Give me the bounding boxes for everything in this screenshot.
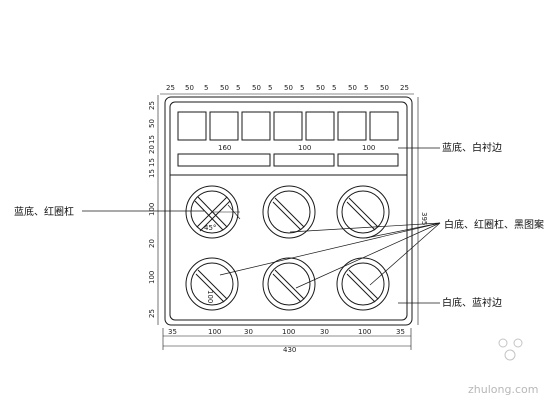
dimension-value: 50 bbox=[316, 84, 325, 92]
label-white-blue-border: 白底、蓝衬边 bbox=[442, 296, 502, 309]
inner-dimension-mark: 100 bbox=[206, 290, 214, 303]
top-panel bbox=[273, 111, 303, 141]
dimension-value: 100 bbox=[298, 144, 311, 152]
circle-sign bbox=[262, 257, 316, 311]
strip-panel-middle bbox=[273, 153, 335, 167]
panel-dimension-row: 160 100 100 bbox=[218, 144, 375, 152]
label-blue-white-border: 蓝底、白衬边 bbox=[442, 141, 502, 154]
bottom-dimension-row: 35 100 30 100 30 100 35 bbox=[168, 328, 405, 336]
dimension-value: 50 bbox=[380, 84, 389, 92]
dimension-value: 50 bbox=[220, 84, 229, 92]
top-panel bbox=[241, 111, 271, 141]
dimension-value: 100 bbox=[358, 328, 371, 336]
circle-sign bbox=[336, 185, 390, 239]
dimension-value: 25 bbox=[148, 309, 156, 318]
dimension-value: 35 bbox=[396, 328, 405, 336]
dimension-value: 50 bbox=[185, 84, 194, 92]
bottom-total-dimension: 430 bbox=[283, 346, 296, 354]
dimension-value: 5 bbox=[332, 84, 336, 92]
dimension-value: 100 bbox=[208, 328, 221, 336]
dimension-value: 5 bbox=[236, 84, 240, 92]
dimension-value: 5 bbox=[300, 84, 304, 92]
dimension-value: 100 bbox=[282, 328, 295, 336]
right-dimension: 395 bbox=[420, 212, 428, 225]
dimension-value: 50 bbox=[148, 119, 156, 128]
dimension-value: 15 bbox=[148, 135, 156, 144]
dimension-value: 25 bbox=[166, 84, 175, 92]
dimension-lines bbox=[157, 93, 419, 350]
top-panel bbox=[369, 111, 399, 141]
top-dimension-row: 25 50 5 50 5 50 5 50 5 50 5 50 5 50 25 bbox=[166, 84, 409, 92]
top-panel-row bbox=[177, 111, 399, 141]
dimension-value: 35 bbox=[168, 328, 177, 336]
dimension-value: 5 bbox=[364, 84, 368, 92]
dimension-value: 5 bbox=[204, 84, 208, 92]
dimension-value: 15 bbox=[148, 158, 156, 167]
dimension-value: 25 bbox=[148, 101, 156, 110]
top-panel bbox=[177, 111, 207, 141]
dimension-value: 160 bbox=[218, 144, 231, 152]
label-white-red-black: 白底、红圈杠、黑图案 bbox=[444, 218, 544, 231]
watermark: zhulong.com bbox=[468, 338, 538, 396]
top-panel bbox=[305, 111, 335, 141]
dimension-value: 100 bbox=[148, 203, 156, 216]
dimension-value: 25 bbox=[400, 84, 409, 92]
strip-panel-right bbox=[337, 153, 399, 167]
angle-mark: 45° bbox=[204, 224, 216, 232]
dimension-value: 30 bbox=[320, 328, 329, 336]
dimension-value: 5 bbox=[268, 84, 272, 92]
dimension-value: 100 bbox=[362, 144, 375, 152]
circle-sign bbox=[262, 185, 316, 239]
circle-sign bbox=[185, 257, 239, 311]
strip-panel-left bbox=[177, 153, 271, 167]
dimension-value: 30 bbox=[244, 328, 253, 336]
watermark-text: zhulong.com bbox=[468, 383, 538, 396]
dimension-value: 50 bbox=[284, 84, 293, 92]
dimension-value: 20 bbox=[148, 239, 156, 248]
leader-lines bbox=[82, 147, 441, 304]
top-panel bbox=[209, 111, 239, 141]
dimension-value: 15 bbox=[148, 169, 156, 178]
label-blue-red-ring: 蓝底、红圈杠 bbox=[14, 205, 74, 218]
dimension-value: 20 bbox=[148, 145, 156, 154]
dimension-value: 50 bbox=[348, 84, 357, 92]
dimension-value: 50 bbox=[252, 84, 261, 92]
top-panel bbox=[337, 111, 367, 141]
dimension-value: 100 bbox=[148, 271, 156, 284]
